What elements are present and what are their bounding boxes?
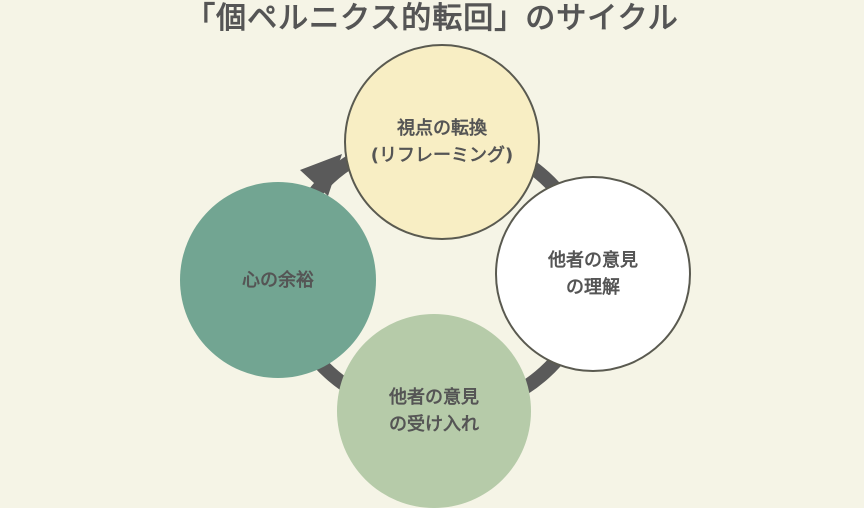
node-reframing: 視点の転換 (リフレーミング) [344,44,540,240]
node-understanding-line1: 他者の意見 [548,250,638,271]
node-composure: 心の余裕 [180,182,376,378]
node-understanding: 他者の意見の理解 [495,176,691,372]
node-acceptance-line2: の受け入れ [389,414,479,435]
arrow-head-icon [300,154,342,196]
node-acceptance-line1: 他者の意見 [389,387,479,408]
node-understanding-line2: の理解 [566,277,620,298]
node-acceptance: 他者の意見の受け入れ [337,314,531,508]
diagram-title: 「個ペルニクス的転回」のサイクル [185,1,679,36]
node-reframing-line2: (リフレーミング) [370,145,514,166]
node-composure-line1: 心の余裕 [242,269,314,291]
node-reframing-line1: 視点の転換 [396,118,487,139]
